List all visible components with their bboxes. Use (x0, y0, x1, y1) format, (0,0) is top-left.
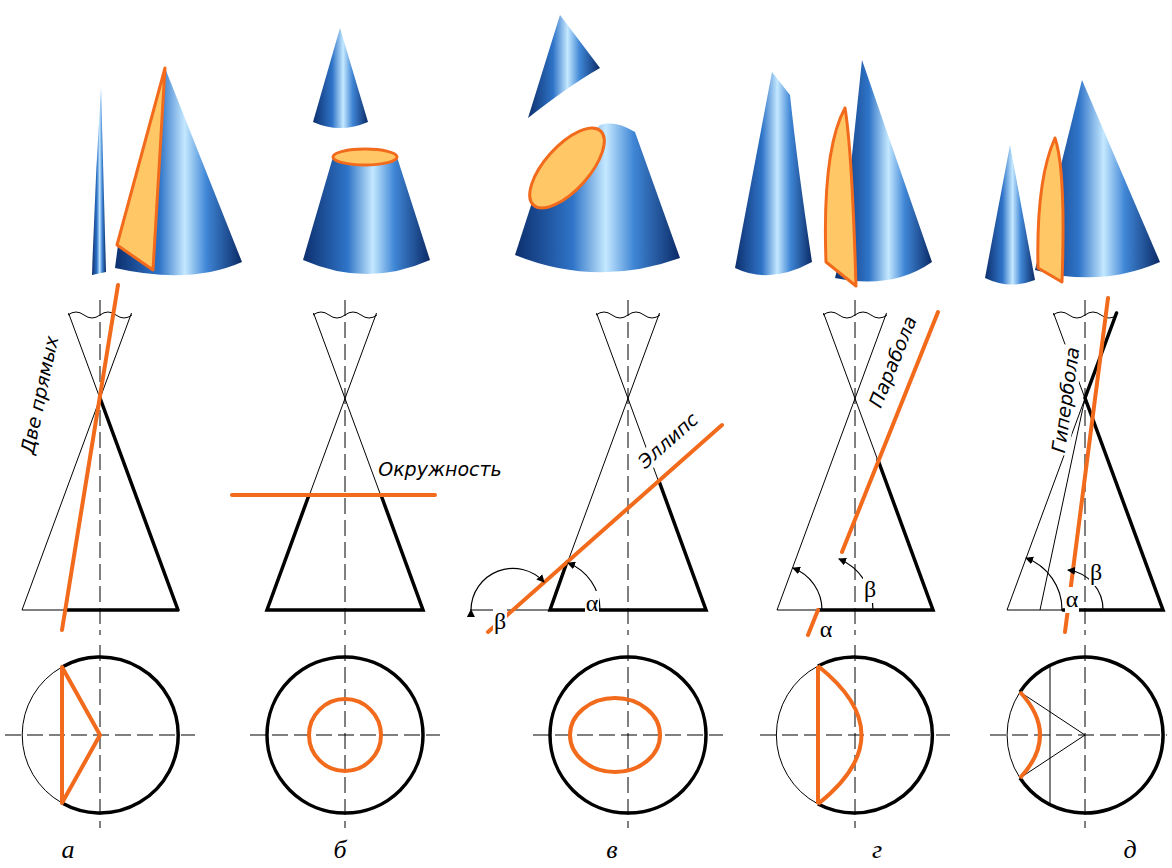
cutting-planes (62, 285, 1108, 635)
front-views-bold (65, 313, 1163, 610)
cone-3d-a (92, 68, 242, 275)
cone-3d-g (735, 60, 932, 286)
angle-label: α (819, 617, 834, 642)
top-views (22, 657, 1163, 813)
section-label: Две прямых (17, 332, 62, 458)
panel-letter: д (1123, 836, 1136, 863)
panel-letter: г (872, 836, 882, 863)
panel-letter: в (606, 836, 617, 863)
panel-letter: б (333, 836, 346, 863)
angle-label: α (1065, 587, 1080, 612)
angle-label: α (585, 591, 600, 616)
section-projections (62, 666, 1040, 804)
cone-3d-d (985, 80, 1160, 285)
front-views-thin (22, 312, 1163, 610)
section-label: Парабола (865, 312, 921, 413)
section-label: Гипербола (1048, 344, 1083, 456)
panel-letter: а (62, 836, 75, 863)
axis-lines (5, 300, 1167, 828)
section-label: Эллипс (633, 408, 704, 474)
cone-3d-b (303, 28, 430, 274)
angle-arcs (471, 558, 1103, 610)
angle-label: β (493, 609, 507, 634)
angle-label: β (1089, 560, 1103, 585)
cone-3d-v (515, 15, 680, 272)
angle-label: β (863, 577, 877, 602)
section-label: Окружность (376, 460, 504, 480)
